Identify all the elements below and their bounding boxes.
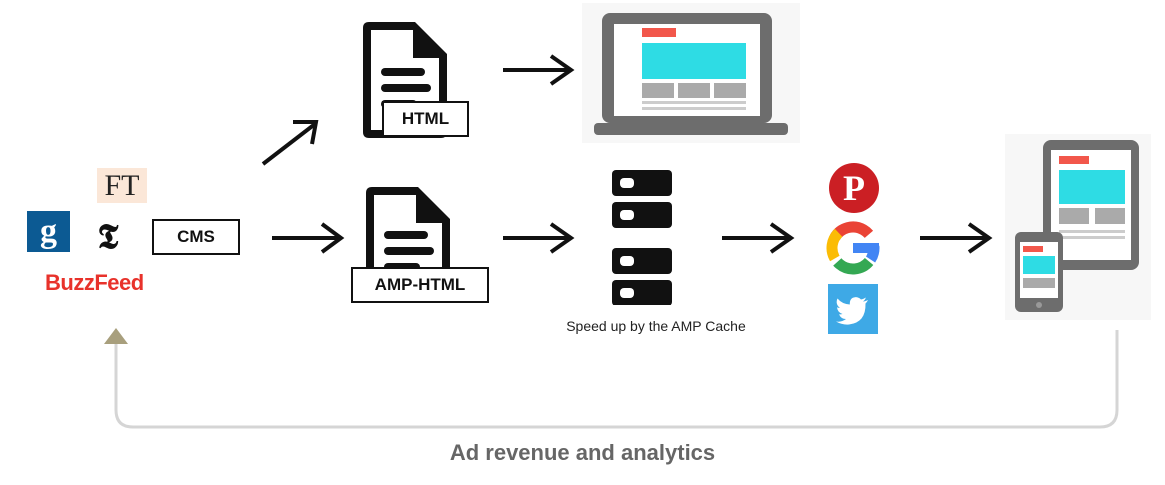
html-label: HTML bbox=[401, 109, 450, 128]
ft-logo: FT bbox=[97, 168, 147, 203]
google-icon bbox=[826, 221, 880, 275]
feedback-caption: Ad revenue and analytics bbox=[449, 440, 716, 465]
arrow-cms-to-html bbox=[261, 120, 319, 166]
arrow-html-to-laptop bbox=[503, 54, 575, 86]
guardian-logo: g bbox=[27, 211, 70, 252]
cms-label: CMS bbox=[177, 227, 215, 246]
pinterest-icon: P bbox=[829, 163, 879, 213]
twitter-icon bbox=[828, 284, 878, 334]
feedback-arrowhead bbox=[104, 328, 128, 344]
cms-box: CMS bbox=[152, 219, 240, 255]
buzzfeed-logo: BuzzFeed bbox=[45, 270, 144, 295]
arrow-amp-to-cache bbox=[503, 222, 575, 254]
amp-cache-caption: Speed up by the AMP Cache bbox=[566, 318, 746, 334]
arrow-cms-to-amp bbox=[272, 222, 345, 254]
arrow-cache-to-platforms bbox=[722, 222, 795, 254]
amp-html-box: AMP-HTML bbox=[351, 267, 489, 303]
mobile-devices-icon bbox=[1005, 134, 1151, 320]
amp-html-label: AMP-HTML bbox=[374, 275, 466, 294]
nyt-logo: 𝕿 bbox=[97, 219, 119, 256]
html-box: HTML bbox=[382, 101, 469, 137]
laptop-icon bbox=[582, 3, 800, 143]
amp-cache-server-icon bbox=[612, 170, 672, 305]
arrow-platforms-to-devices bbox=[920, 222, 993, 254]
